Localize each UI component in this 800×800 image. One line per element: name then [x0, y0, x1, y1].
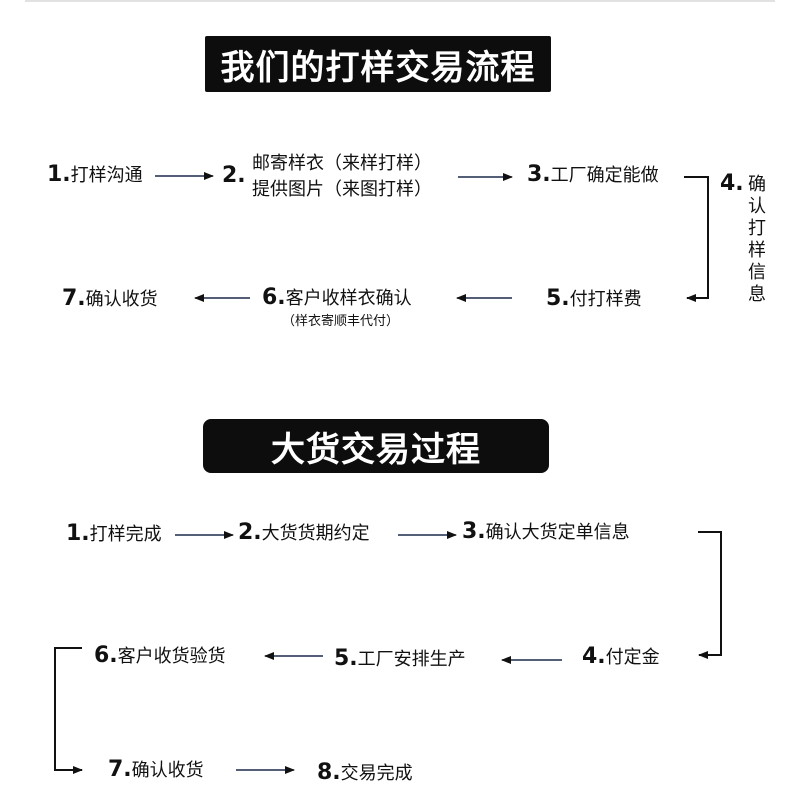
sample-step-7: 7.确认收货: [62, 287, 158, 312]
bulk-step-5: 5.工厂安排生产: [334, 647, 466, 672]
bulk-step-8: 8.交易完成: [317, 761, 413, 786]
step-label: 付定金: [605, 647, 660, 668]
step-label: 确认大货定单信息: [485, 522, 630, 543]
sample-step-5: 5.付打样费: [546, 287, 642, 312]
bulk-process-title: 大货交易过程: [203, 419, 549, 473]
bulk-step-7: 7.确认收货: [108, 758, 204, 783]
step-number: 2.: [222, 163, 246, 188]
step-number: 1.: [47, 162, 71, 187]
sample-step-2-line-1: 邮寄样衣（来样打样）: [252, 153, 432, 174]
step-label: 打样完成: [89, 524, 162, 545]
step-number: 6.: [262, 285, 286, 310]
top-border-line: [25, 0, 775, 2]
step-label: 客户收样衣确认: [285, 288, 412, 309]
sample-step-3: 3.工厂确定能做: [527, 163, 659, 188]
step-number: 5.: [334, 646, 358, 671]
sample-step-6-note: （样衣寄顺丰代付）: [282, 314, 400, 329]
step-number: 3.: [462, 519, 486, 544]
step-number: 7.: [62, 286, 86, 311]
step-label: 工厂安排生产: [357, 649, 466, 670]
sample-step-4-number: 4.: [720, 172, 744, 197]
step-label: 大货货期约定: [261, 523, 370, 544]
step-label: 确认收货: [85, 289, 158, 310]
connector-sample-3-4: [684, 176, 709, 302]
bulk-step-2: 2.大货货期约定: [238, 521, 370, 546]
sample-step-6: 6.客户收样衣确认: [262, 286, 412, 311]
connector-bulk-6-7: [54, 647, 83, 774]
step-number: 5.: [546, 286, 570, 311]
step-number: 4.: [582, 644, 606, 669]
sample-process-title: 我们的打样交易流程: [205, 36, 551, 92]
bulk-step-1: 1.打样完成: [66, 522, 162, 547]
connector-bulk-3-4: [698, 531, 722, 659]
sample-step-1: 1.打样沟通: [47, 163, 143, 188]
sample-step-2-line-2: 提供图片（来图打样）: [252, 179, 432, 200]
step-number: 2.: [238, 520, 262, 545]
step-label: 确认收货: [131, 760, 204, 781]
step-label: 付打样费: [569, 289, 642, 310]
step-label: 交易完成: [340, 763, 413, 784]
step-number: 7.: [108, 757, 132, 782]
step-number: 6.: [94, 643, 118, 668]
bulk-step-6: 6.客户收货验货: [94, 644, 226, 669]
step-number: 3.: [527, 162, 551, 187]
sample-step-4-label: 确认打样信息: [748, 174, 766, 305]
step-number: 8.: [317, 760, 341, 785]
step-label: 工厂确定能做: [550, 165, 659, 186]
sample-step-2: 2.: [222, 164, 246, 189]
bulk-step-3: 3.确认大货定单信息: [462, 520, 630, 545]
step-number: 4.: [720, 171, 744, 196]
bulk-step-4: 4.付定金: [582, 645, 660, 670]
step-label: 打样沟通: [70, 165, 143, 186]
step-label: 客户收货验货: [117, 646, 226, 667]
step-number: 1.: [66, 521, 90, 546]
